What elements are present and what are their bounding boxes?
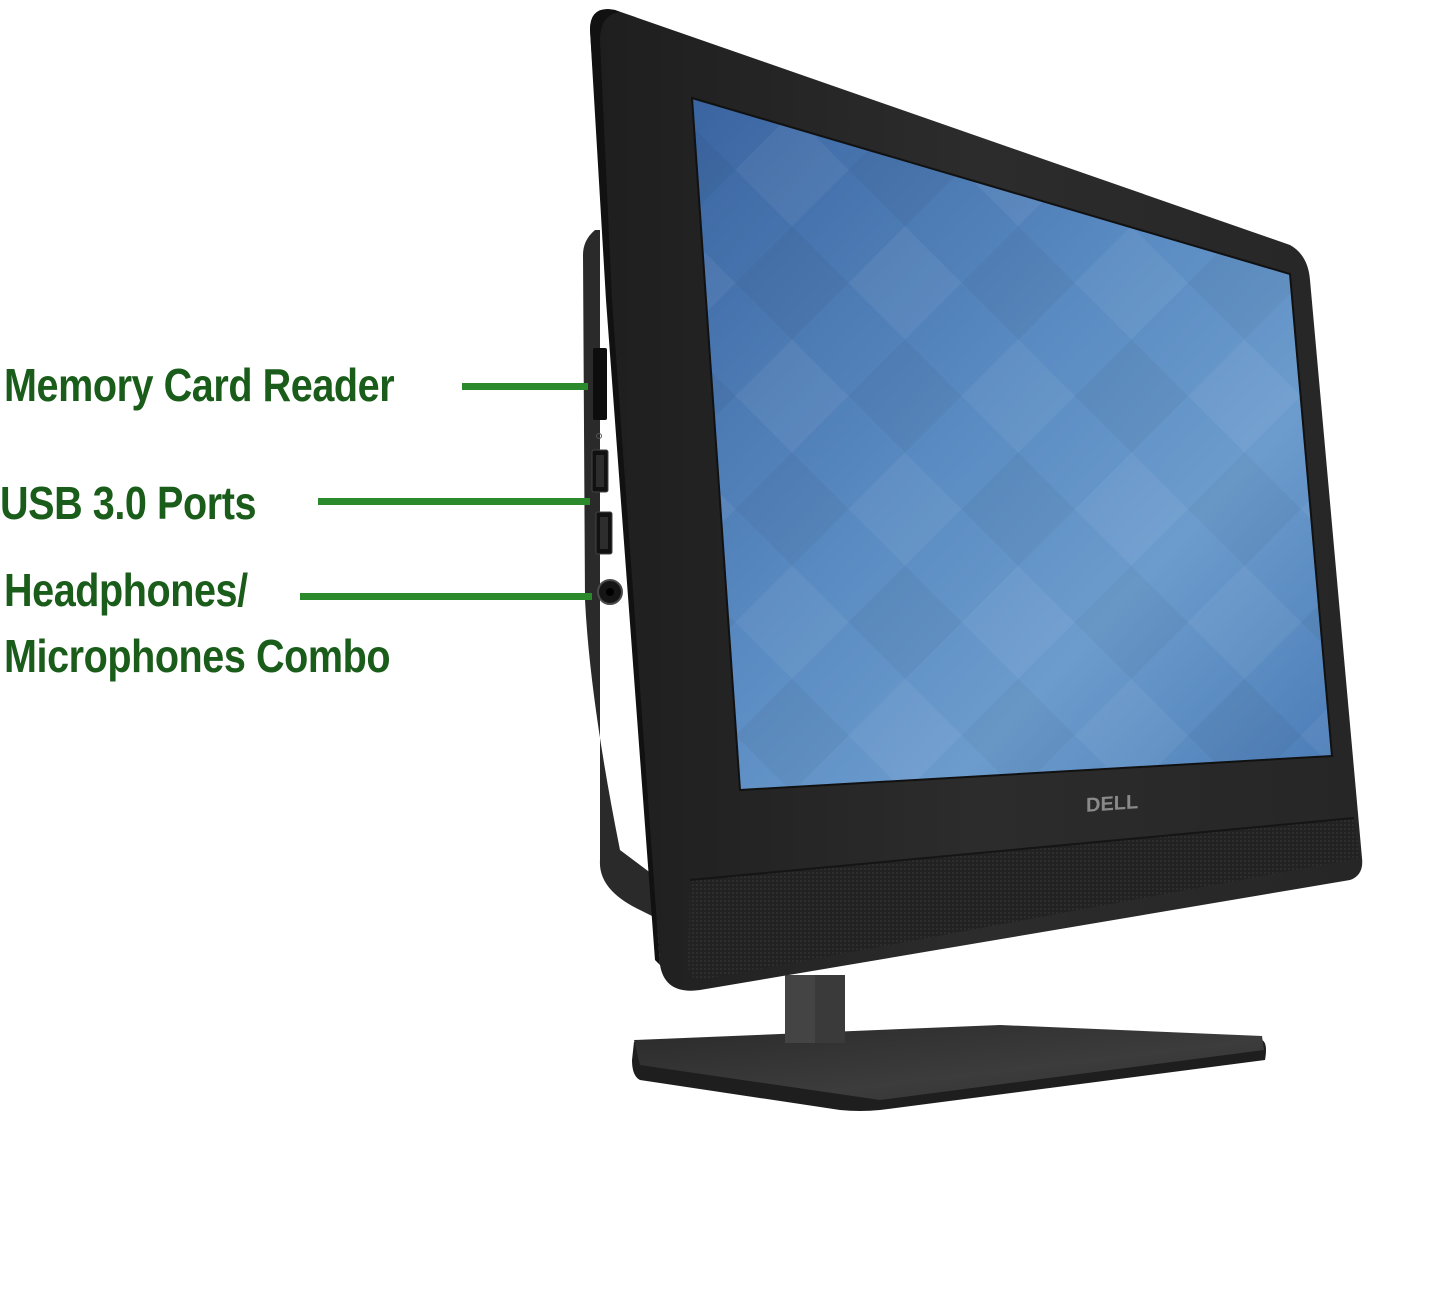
stand-base [632, 1025, 1266, 1111]
speaker-grille [688, 818, 1360, 980]
usb-ports-leader-line [318, 498, 590, 505]
microphones-combo-label: Microphones Combo [4, 630, 391, 682]
memory-card-slot[interactable] [593, 348, 607, 420]
memory-card-reader-leader-line [462, 383, 588, 390]
chassis-side [583, 230, 660, 920]
screen-wallpaper-pattern [692, 98, 1332, 790]
headphones-label: Headphones/ [4, 564, 248, 616]
usb-ports-label: USB 3.0 Ports [0, 477, 257, 529]
side-ports-panel [591, 348, 623, 605]
sd-indicator-icon [596, 433, 602, 439]
dell-logo: DELL [1086, 791, 1139, 817]
audio-combo-leader-line [300, 593, 592, 600]
memory-card-reader-label: Memory Card Reader [4, 359, 395, 411]
